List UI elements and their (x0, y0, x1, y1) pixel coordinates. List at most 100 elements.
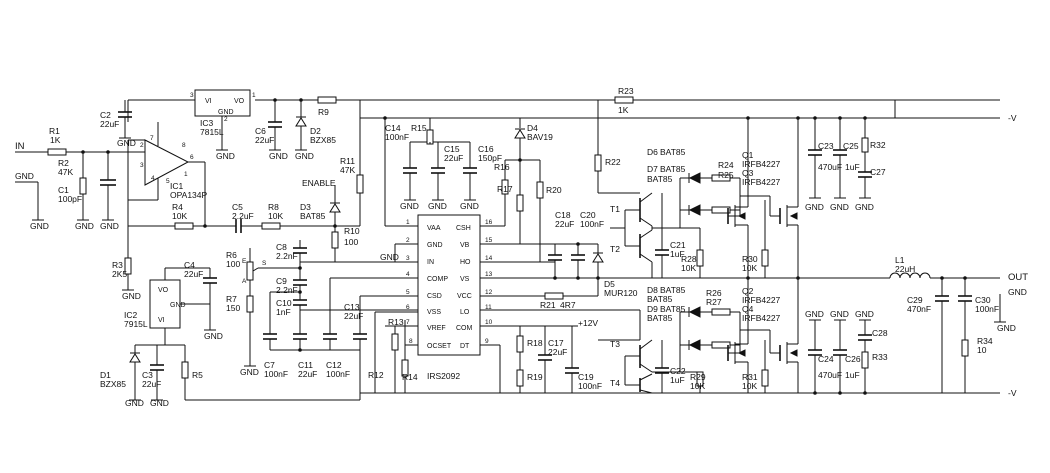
net-label-out: OUT (1008, 272, 1028, 283)
label-c22: C22 (670, 366, 686, 376)
value-q2: IRFB4227 (742, 295, 781, 305)
label-r5: R5 (192, 370, 203, 380)
label-c7: C7 (264, 360, 275, 370)
label-r23: R23 (618, 86, 634, 96)
vcc-decoupling (516, 325, 579, 393)
input-coupling (232, 185, 396, 263)
label-c17: C17 (548, 338, 564, 348)
gnd-label: GND (295, 151, 314, 161)
value-r34: 10 (977, 345, 987, 355)
value-c10: 1nF (276, 307, 291, 317)
pin-num: 3 (406, 255, 410, 262)
label-ic1: IC1 (170, 181, 184, 191)
label-ic2: IC2 (124, 310, 138, 320)
value-d5: MUR120 (604, 288, 638, 298)
pin-num: 2 (406, 237, 410, 244)
pin-name: VS (460, 276, 470, 283)
pin-label: GND (170, 302, 186, 309)
negative-supply (122, 250, 361, 401)
pin-num: 8 (409, 338, 413, 345)
label-t4: T4 (610, 378, 620, 388)
label-r16: R16 (494, 162, 510, 172)
label-d6: D6 (647, 147, 658, 157)
pin-num: 4 (406, 271, 410, 278)
part-driver: IRS2092 (427, 371, 460, 381)
pin-name: OCSET (427, 343, 452, 350)
label-c3: C3 (142, 370, 153, 380)
value-c19: 100nF (578, 381, 602, 391)
label-r30: R30 (742, 254, 758, 264)
gnd-label: GND (15, 171, 34, 181)
pin-num: 7 (406, 319, 410, 326)
value-c13: 22uF (344, 311, 363, 321)
value-c22: 1uF (670, 375, 685, 385)
value-l1: 22uH (895, 264, 915, 274)
gnd-label: GND (805, 309, 824, 319)
driver-supply (356, 116, 477, 227)
gnd-label: GND (100, 221, 119, 231)
gnd-label: GND (75, 221, 94, 231)
value-c5: 2.2uF (232, 211, 254, 221)
pin-name: LO (460, 309, 470, 316)
gnd-label: GND (30, 221, 49, 231)
driver-left-pins: 1 VAA 2 GND 3 IN 4 COMP 5 CSD 6 VSS 7 VR… (406, 219, 452, 350)
pin-name: CSD (427, 293, 442, 300)
label-c4: C4 (184, 260, 195, 270)
label-c28: C28 (872, 328, 888, 338)
gnd-label: GND (830, 202, 849, 212)
pin-label: 2 (224, 116, 228, 123)
pin-label: 3 (190, 92, 194, 99)
output-filter (798, 272, 1006, 393)
value-c14: 100nF (385, 132, 409, 142)
gnd-label: GND (240, 367, 259, 377)
gnd-label: GND (380, 252, 399, 262)
pin-label: VI (158, 317, 165, 324)
input-section (15, 148, 145, 220)
value-r6: 100 (226, 259, 240, 269)
value-c20: 100nF (580, 219, 604, 229)
pin-label: 2 (140, 142, 144, 149)
label-c16: C16 (478, 144, 494, 154)
value-c3: 22uF (142, 379, 161, 389)
label-r33: R33 (872, 352, 888, 362)
value-q1: IRFB4227 (742, 159, 781, 169)
label-d7: D7 (647, 164, 658, 174)
pin-name: COM (456, 325, 473, 332)
net-label-p12v: +12V (578, 318, 598, 328)
label-c21: C21 (670, 240, 686, 250)
label-c20: C20 (580, 210, 596, 220)
value-c4: 22uF (184, 269, 203, 279)
value-d7: BAT85 (660, 164, 686, 174)
pin-name: VCC (457, 293, 472, 300)
label-q3: Q3 (742, 168, 754, 178)
label-c19: C19 (578, 372, 594, 382)
label-d5: D5 (604, 279, 615, 289)
net-label-vpos: -V (1008, 113, 1017, 123)
label-c15: C15 (444, 144, 460, 154)
label-r17: R17 (497, 184, 513, 194)
label-c25: C25 (843, 141, 859, 151)
value-r10: 100 (344, 237, 358, 247)
label-r13: R13 (388, 317, 404, 327)
label-r8: R8 (268, 202, 279, 212)
pin-num: 11 (485, 304, 492, 311)
gnd-label: GND (150, 398, 169, 408)
label-r11: R11 (340, 156, 355, 166)
pin-name: CSH (456, 225, 471, 232)
part-ic3: 7815L (200, 127, 224, 137)
pin-name: VSS (427, 309, 441, 316)
value-d8: BAT85 (647, 294, 673, 304)
pin-name: VB (460, 242, 470, 249)
label-r27: R27 (706, 297, 722, 307)
pin-label: VI (205, 98, 212, 105)
pin-name: VAA (427, 225, 441, 232)
label-c2: C2 (100, 110, 111, 120)
value-q4: IRFB4227 (742, 313, 781, 323)
label-r9: R9 (318, 107, 329, 117)
value-c2: 22uF (100, 119, 119, 129)
label-c27: C27 (870, 167, 886, 177)
label-r21: R21 (540, 300, 556, 310)
high-side-gate (679, 116, 800, 278)
value-r3: 2K5 (112, 269, 127, 279)
